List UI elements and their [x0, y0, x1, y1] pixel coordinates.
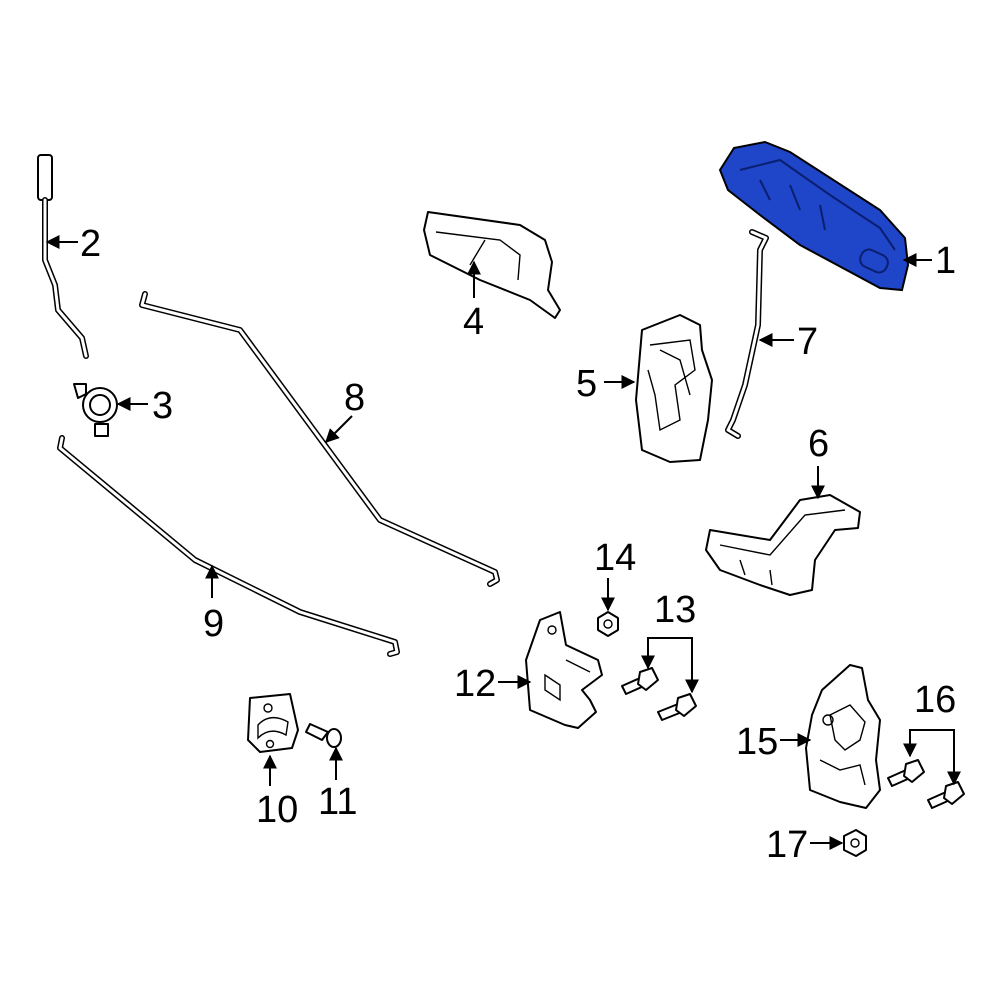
- callout-1: 1: [935, 240, 956, 282]
- callout-2: 2: [80, 223, 101, 265]
- callout-16: 16: [914, 679, 956, 721]
- callout-14: 14: [594, 537, 636, 579]
- callout-3: 3: [152, 385, 173, 427]
- part-16-bolt-a[interactable]: [887, 759, 925, 787]
- callout-17: 17: [766, 824, 808, 866]
- part-4-inside-handle[interactable]: [423, 211, 561, 319]
- part-13-bolt-a[interactable]: [621, 667, 659, 695]
- part-12-bracket[interactable]: [525, 611, 603, 729]
- callout-5: 5: [576, 363, 597, 405]
- callout-13: 13: [654, 589, 696, 631]
- part-1-outside-handle[interactable]: [718, 140, 910, 292]
- leader-lines: [45, 235, 961, 850]
- callout-7: 7: [797, 321, 818, 363]
- part-7-rod[interactable]: [725, 229, 769, 439]
- part-9-rod[interactable]: [57, 435, 400, 657]
- callout-9: 9: [203, 603, 224, 645]
- callout-4: 4: [463, 301, 484, 343]
- part-13-bolt-b[interactable]: [657, 693, 697, 721]
- callout-8: 8: [344, 377, 365, 419]
- callout-labels: 1 2 3 4 5 6 7 8 9 10 11 12 13 14 15 16 1…: [80, 223, 956, 866]
- part-8-rod[interactable]: [139, 291, 500, 587]
- part-11-screw[interactable]: [305, 723, 342, 748]
- callout-6: 6: [808, 423, 829, 465]
- callout-11: 11: [318, 781, 357, 823]
- part-16-bolt-b[interactable]: [927, 781, 965, 809]
- part-17-nut[interactable]: [843, 829, 867, 857]
- callout-15: 15: [736, 721, 778, 763]
- part-3-clip[interactable]: [73, 383, 118, 437]
- part-15-latch-assembly[interactable]: [805, 664, 881, 809]
- part-14-nut[interactable]: [597, 611, 619, 637]
- part-5-latch[interactable]: [635, 314, 713, 463]
- callout-10: 10: [256, 789, 298, 831]
- part-6-bracket[interactable]: [705, 494, 861, 596]
- part-10-striker[interactable]: [247, 693, 299, 753]
- callout-12: 12: [454, 663, 496, 705]
- part-2-rod[interactable]: [37, 154, 89, 359]
